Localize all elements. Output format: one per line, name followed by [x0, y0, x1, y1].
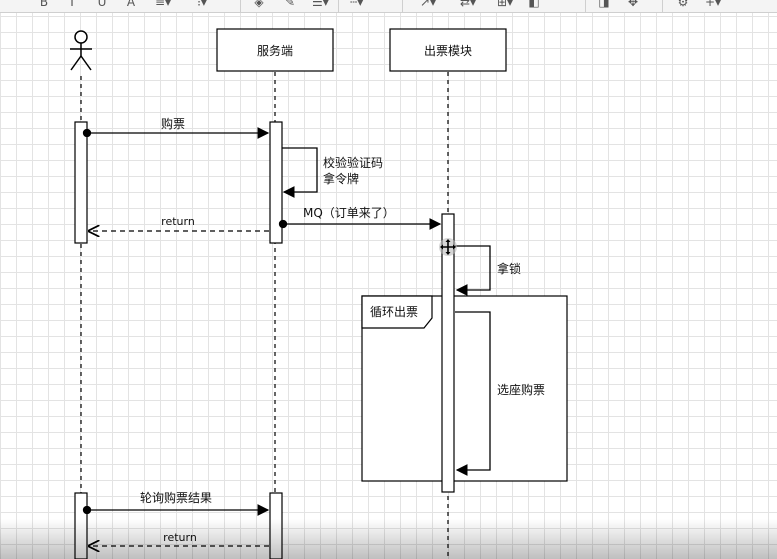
activation-ticketing-1[interactable]: [441, 213, 455, 493]
settings-button[interactable]: ⚙: [677, 0, 689, 9]
waypoint-button[interactable]: ⇄▾: [460, 0, 477, 9]
message-mq-order[interactable]: MQ（订单来了）: [278, 206, 442, 230]
font-color-button[interactable]: A: [126, 0, 136, 9]
message-buy-ticket-label: 购票: [161, 116, 185, 131]
format-toolbar: B I U A ≡▾ ⁝▾ ◈ ✎ ☰▾ ┄▾ ↗▾ ⇄▾ ⊞▾ ◧ ◨ ✥ ⚙ +▾: [0, 0, 777, 13]
more-format-button[interactable]: ⁝▾: [197, 0, 207, 9]
activation-user-2[interactable]: [74, 492, 88, 559]
participant-server[interactable]: 服务端: [216, 28, 334, 72]
toolbar-separator: [402, 0, 403, 12]
arrange-button[interactable]: ⊞▾: [497, 0, 514, 9]
toolbar-separator: [662, 0, 663, 12]
participant-ticketing-label: 出票模块: [424, 44, 472, 58]
message-select-seat[interactable]: 选座购票: [455, 311, 545, 476]
actor-user-icon[interactable]: [70, 30, 92, 71]
message-buy-ticket[interactable]: 购票: [82, 116, 270, 139]
message-return-1[interactable]: return: [89, 215, 269, 231]
activation-server-2[interactable]: [269, 492, 283, 559]
toolbar-separator: [585, 0, 586, 12]
line-color-button[interactable]: ✎: [284, 0, 296, 9]
message-verify-captcha-label-line1: 校验验证码: [323, 155, 383, 170]
shape-style-button[interactable]: ◧: [528, 0, 540, 9]
bold-button[interactable]: B: [39, 0, 49, 9]
copy-style-button[interactable]: ◨: [598, 0, 610, 9]
loop-fragment-label: 循环出票: [370, 305, 418, 319]
message-return-2-label: return: [163, 531, 197, 544]
message-acquire-lock[interactable]: 拿锁: [455, 245, 521, 296]
insert-button[interactable]: ✥: [627, 0, 639, 9]
fill-color-button[interactable]: ◈: [254, 0, 264, 9]
message-mq-order-label: MQ（订单来了）: [303, 206, 395, 220]
message-verify-captcha-label-line2: 拿令牌: [323, 171, 359, 186]
message-return-2[interactable]: return: [89, 531, 269, 546]
add-button[interactable]: +▾: [705, 0, 722, 9]
move-cursor-icon: [439, 238, 457, 256]
message-select-seat-label: 选座购票: [497, 382, 545, 397]
message-poll-result[interactable]: 轮询购票结果: [82, 490, 270, 516]
align-menu-button[interactable]: ≡▾: [155, 0, 172, 9]
italic-button[interactable]: I: [70, 0, 74, 9]
toolbar-separator: [338, 0, 339, 12]
activation-user-1[interactable]: [74, 121, 88, 244]
activation-server-1[interactable]: [269, 121, 283, 244]
participant-server-label: 服务端: [257, 43, 293, 58]
message-poll-result-label: 轮询购票结果: [140, 490, 212, 505]
line-width-button[interactable]: ☰▾: [312, 0, 329, 9]
loop-fragment[interactable]: 循环出票: [361, 295, 568, 482]
toolbar-separator: [240, 0, 241, 12]
connector-button[interactable]: ↗▾: [420, 0, 437, 9]
line-style-button[interactable]: ┄▾: [350, 0, 364, 9]
message-acquire-lock-label: 拿锁: [497, 261, 521, 276]
participant-ticketing[interactable]: 出票模块: [389, 28, 507, 72]
message-return-1-label: return: [161, 215, 195, 228]
message-verify-captcha[interactable]: 校验验证码 拿令牌: [282, 147, 383, 198]
underline-button[interactable]: U: [97, 0, 107, 9]
